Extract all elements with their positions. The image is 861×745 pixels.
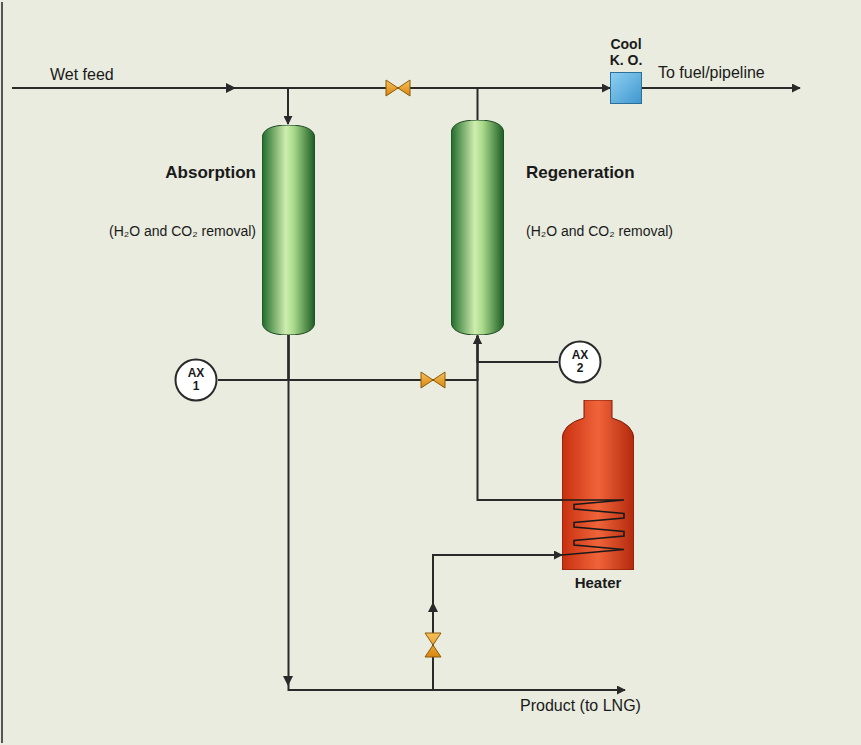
- analyzer-circle: AX 2: [558, 340, 602, 384]
- vessel-duty: (H₂O and CO₂ removal): [526, 223, 673, 239]
- regeneration-column: Regeneration(H₂O and CO₂ removal): [451, 120, 504, 335]
- vessel-body: [262, 125, 315, 335]
- analyzer-circle: AX 1: [174, 358, 218, 402]
- absorption-column-outline: [262, 125, 315, 335]
- stream-label: To fuel/pipeline: [658, 64, 765, 82]
- flow-arrow: [226, 83, 236, 93]
- frame-line: [1, 2, 3, 743]
- valve-symbol: [425, 633, 441, 657]
- heater-unit-outline: [562, 400, 634, 570]
- pipe-connector: [478, 336, 563, 500]
- analyzer-ring: [176, 360, 217, 401]
- feed-branch: [287, 88, 289, 124]
- analyzer-tag: AX 1: [185, 367, 207, 392]
- heater-coil: [562, 500, 624, 555]
- vessel-duty: (H₂O and CO₂ removal): [109, 223, 256, 239]
- pipe-connector: [478, 88, 611, 120]
- absorption-column: Absorption(H₂O and CO₂ removal): [262, 125, 315, 335]
- knockout-drum-outline: [610, 72, 642, 104]
- regeneration-column-outline: [451, 120, 504, 335]
- analyzer-tag: AX 2: [569, 349, 591, 374]
- valve-symbol: [386, 80, 410, 96]
- unit-label: Heater: [575, 574, 622, 591]
- stream-label: Wet feed: [50, 66, 114, 84]
- heater-unit: Heater: [562, 400, 634, 570]
- knockout-drum: Cool K. O.: [610, 72, 642, 104]
- fuel-line: [642, 87, 800, 89]
- drum-body: [611, 73, 642, 104]
- valve-symbol: [421, 372, 445, 388]
- unit-label: Cool K. O.: [603, 36, 649, 68]
- vessel-body: [451, 120, 504, 335]
- pipe-connector: [289, 335, 478, 380]
- stream-label: Product (to LNG): [520, 697, 641, 715]
- vessel-title: Absorption: [165, 163, 256, 183]
- pipe-connector: [478, 335, 559, 362]
- vessel-title: Regeneration: [526, 163, 635, 183]
- analyzer-ring: [560, 342, 601, 383]
- pipe-connector: [289, 335, 563, 690]
- heater-body: [562, 400, 634, 570]
- pipe-connector: [218, 335, 289, 380]
